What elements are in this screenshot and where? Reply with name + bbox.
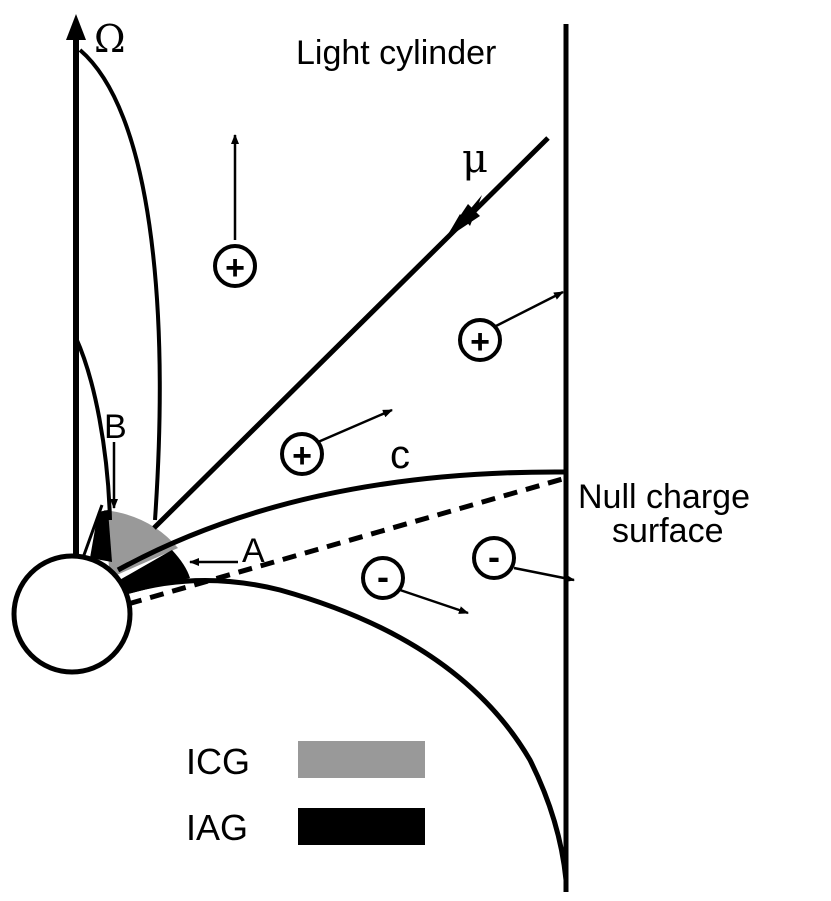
open-field-line-large [78,48,162,521]
positive-charge-outer: + [458,318,502,362]
rotation-axis-arrowhead [66,14,86,40]
positive-charge-outer-arrow [495,290,564,328]
last-closed-field-line [116,469,567,573]
neutron-star [11,553,133,675]
legend-icg-swatch [298,741,425,778]
legend-icg-label: ICG [186,741,250,782]
null-charge-label-line1: Null charge [578,478,750,516]
negative-charge-left: - [361,556,405,600]
field-line-inner [82,504,104,556]
field-line-small-loop [74,337,112,521]
null-charge-label-line2: surface [612,512,724,550]
svg-text:-: - [488,536,500,577]
light-cylinder-label: Light cylinder [296,34,496,72]
svg-text:+: + [470,323,490,361]
closed-field-line [125,577,569,881]
a-label: A [242,532,265,570]
legend-iag-swatch [298,808,425,845]
positive-charge-inner-arrow [317,408,393,444]
svg-text:+: + [225,249,245,287]
omega-label: Ω [94,17,126,61]
c-label: c [390,433,410,477]
b-label: B [104,408,127,446]
svg-text:+: + [292,437,312,475]
positive-charge-inner: + [280,432,324,476]
legend-iag-label: IAG [186,807,248,848]
iag-region-inner [116,550,190,594]
legend: ICG IAG [186,741,425,848]
svg-text:-: - [377,556,389,597]
magnetic-axis-arrowhead-fill [444,204,480,240]
mu-label: μ [462,136,488,182]
iag-region-outer [90,510,112,562]
negative-charge-right-arrow [513,566,575,583]
icg-region [104,510,178,578]
magnetic-axis-line [152,136,550,530]
positive-charge-polar: + [213,244,257,288]
negative-charge-right: - [472,536,516,580]
negative-charge-left-arrow [399,588,469,615]
